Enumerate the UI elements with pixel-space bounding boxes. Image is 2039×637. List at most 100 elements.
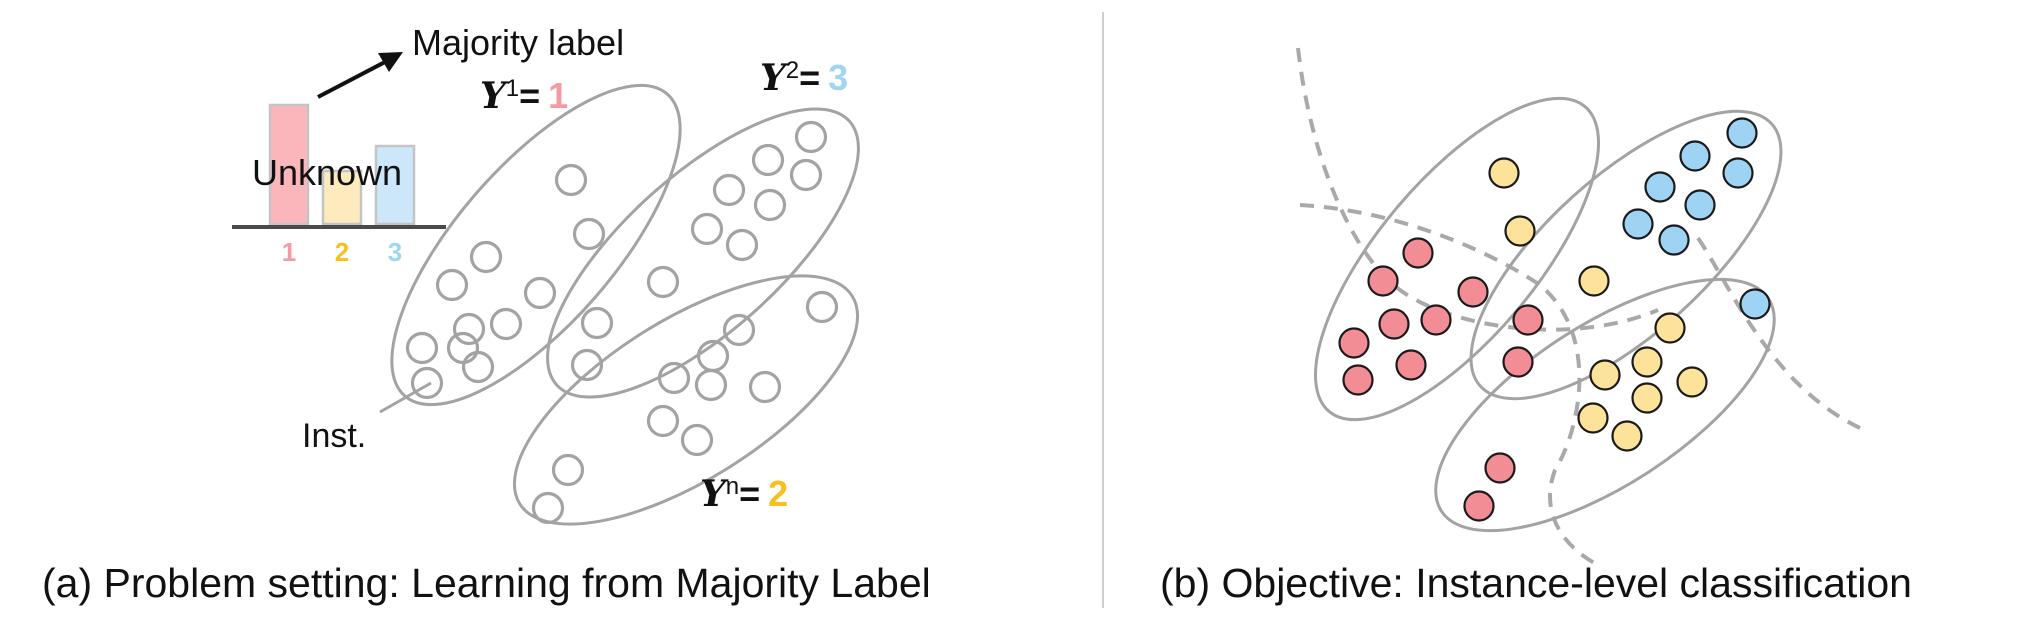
instance-circle <box>646 265 680 299</box>
instance-class-2 <box>1611 420 1643 452</box>
instance-circle <box>461 350 495 384</box>
bag-label-2-eq: = <box>799 57 820 98</box>
instance-class-3 <box>1658 224 1690 256</box>
majority-label: Majority label <box>412 22 624 63</box>
instance-circle <box>725 228 759 262</box>
instance-circle <box>554 163 588 197</box>
bag-b-2 <box>1469 109 1783 401</box>
instance-circle <box>405 331 439 365</box>
instance-class-3 <box>1739 288 1771 320</box>
bag-n <box>512 274 860 526</box>
instance-circle <box>435 268 469 302</box>
instance-circle <box>570 348 604 382</box>
bag-label-2-val: 3 <box>828 57 848 98</box>
instance-class-2 <box>1676 366 1708 398</box>
instance-class-1 <box>1457 276 1489 308</box>
bag-label-1-sym: Y <box>480 75 509 117</box>
label-histogram: Unknown 1 2 3 <box>232 103 446 267</box>
instance-class-3 <box>1644 171 1676 203</box>
instance-circle <box>580 306 614 340</box>
majority-arrow <box>317 60 386 99</box>
instance-circle <box>794 120 828 154</box>
instance-class-2 <box>1654 312 1686 344</box>
unknown-label: Unknown <box>252 152 402 193</box>
bag-2 <box>546 107 860 399</box>
instance-class-1 <box>1502 346 1534 378</box>
instance-class-2 <box>1589 359 1621 391</box>
hist-bar-1 <box>268 103 310 226</box>
bag-label-n-val: 2 <box>768 473 788 514</box>
instance-circle <box>690 212 724 246</box>
instance-circle <box>646 404 680 438</box>
instance-class-1 <box>1420 304 1452 336</box>
hist-bar-3 <box>374 144 416 226</box>
classified-instances <box>1338 117 1771 522</box>
hist-tick-2: 2 <box>335 237 349 267</box>
bag-label-n-sup: n <box>726 473 739 500</box>
instance-class-2 <box>1577 402 1609 434</box>
inst-pointer <box>379 381 432 414</box>
bag-1 <box>390 83 682 407</box>
bag-label-1: Y1=1 <box>480 75 568 117</box>
instance-class-1 <box>1402 237 1434 269</box>
bag-label-1-val: 1 <box>548 75 568 116</box>
instance-class-2 <box>1504 215 1536 247</box>
instance-circle <box>680 423 714 457</box>
instance-circle <box>469 240 503 274</box>
bag-label-2-sym: Y <box>760 57 789 99</box>
caption-a: (a) Problem setting: Learning from Major… <box>42 560 931 606</box>
instance-class-3 <box>1622 208 1654 240</box>
instance-circle <box>452 312 486 346</box>
instance-class-2 <box>1488 157 1520 189</box>
bag-instances <box>405 120 839 525</box>
instance-class-1 <box>1367 265 1399 297</box>
majority-arrow-head <box>378 52 403 72</box>
hist-tick-1: 1 <box>282 237 296 267</box>
instance-circle <box>523 276 557 310</box>
instance-class-1 <box>1338 327 1370 359</box>
instance-class-3 <box>1726 117 1758 149</box>
hist-tick-3: 3 <box>388 237 402 267</box>
instance-class-2 <box>1631 382 1663 414</box>
bag-label-1-sup: 1 <box>506 75 519 102</box>
bag-label-1-eq: = <box>519 75 540 116</box>
hist-bar-2 <box>321 169 363 226</box>
instance-circle <box>805 290 839 324</box>
instance-class-1 <box>1342 364 1374 396</box>
instance-class-3 <box>1679 140 1711 172</box>
instance-circle <box>572 217 606 251</box>
instance-circle <box>531 491 565 525</box>
instance-circle <box>410 366 444 400</box>
bag-label-n-sym: Y <box>700 473 729 515</box>
bag-b-1 <box>1313 96 1601 422</box>
instance-circle <box>551 453 585 487</box>
bag-label-2-sup: 2 <box>786 57 799 84</box>
instance-class-1 <box>1378 308 1410 340</box>
instance-class-3 <box>1684 189 1716 221</box>
instance-class-2 <box>1631 346 1663 378</box>
inst-label: Inst. <box>302 417 366 455</box>
instance-circle <box>657 361 691 395</box>
instance-class-3 <box>1722 157 1754 189</box>
instance-class-1 <box>1463 490 1495 522</box>
caption-b: (b) Objective: Instance-level classifica… <box>1160 560 1912 606</box>
instance-circle <box>748 370 782 404</box>
instance-circle <box>751 143 785 177</box>
instance-class-2 <box>1578 265 1610 297</box>
instance-circle <box>722 313 756 347</box>
instance-circle <box>753 188 787 222</box>
instance-circle <box>489 307 523 341</box>
decision-boundary-1 <box>1296 47 1659 332</box>
decision-boundary-3 <box>1696 236 1861 430</box>
instance-circle <box>789 158 823 192</box>
panel-b: (b) Objective: Instance-level classifica… <box>1160 47 1912 606</box>
bag-label-n: Yn=2 <box>700 473 788 515</box>
bag-label-2: Y2=3 <box>760 57 848 99</box>
instance-circle <box>694 368 728 402</box>
panel-a: Unknown 1 2 3 Majority label Inst. Y1=1 … <box>42 22 931 606</box>
instance-circle <box>712 173 746 207</box>
bag-label-n-eq: = <box>739 473 760 514</box>
instance-class-1 <box>1484 452 1516 484</box>
instance-class-1 <box>1512 304 1544 336</box>
